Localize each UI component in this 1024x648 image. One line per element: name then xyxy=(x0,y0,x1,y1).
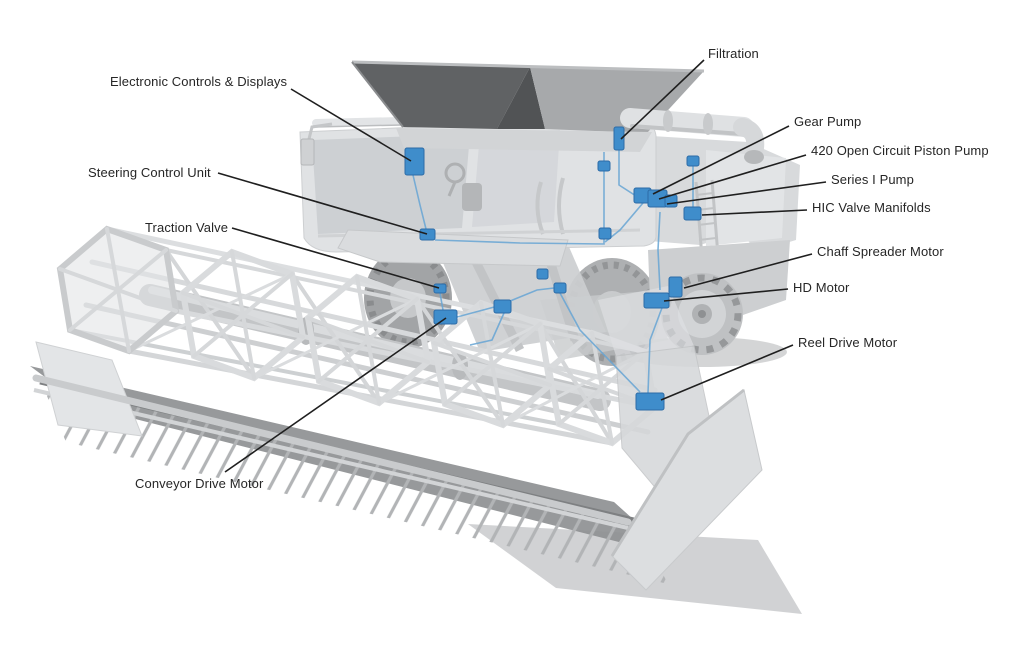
hose-line xyxy=(657,211,661,291)
hose-line xyxy=(456,287,555,318)
callout-filtration: Filtration xyxy=(708,46,759,61)
hose-line xyxy=(559,292,641,393)
component-hic-valve-manifold xyxy=(683,206,702,221)
component-feeder-drive-block xyxy=(493,299,512,314)
leader-line-filtration xyxy=(620,59,705,140)
cab-window xyxy=(312,134,470,234)
callout-chaff-spreader-motor: Chaff Spreader Motor xyxy=(817,244,944,259)
header-reel xyxy=(32,225,659,526)
component-steering-valve xyxy=(419,228,436,241)
component-conveyor-motor xyxy=(433,309,458,325)
leader-line-gear-pump xyxy=(652,125,790,195)
leader-line-electronic-controls-displays xyxy=(290,88,412,162)
leader-line-hic-valve-manifolds xyxy=(701,209,808,216)
hose-line xyxy=(469,312,505,346)
hose-line xyxy=(412,174,427,230)
component-aux-block-1 xyxy=(597,160,611,172)
callout-hic-valve-manifolds: HIC Valve Manifolds xyxy=(812,200,931,215)
leader-line-series-i-pump xyxy=(666,181,827,205)
component-aux-block-2 xyxy=(686,155,700,167)
leader-line-reel-drive-motor xyxy=(660,344,794,401)
hose-line xyxy=(647,296,667,394)
hose-line xyxy=(439,292,444,311)
operator-seat xyxy=(462,183,482,211)
grab-rail xyxy=(557,177,565,235)
leader-lines xyxy=(217,59,827,473)
component-aux-block-5 xyxy=(553,282,567,294)
component-electronic-controls-display xyxy=(404,147,425,176)
front-platform xyxy=(337,229,569,267)
component-chaff-spreader-motor-unit xyxy=(668,276,683,298)
hydraulic-components xyxy=(404,126,702,411)
callout-steering-control-unit: Steering Control Unit xyxy=(88,165,211,180)
callout-reel-drive-motor: Reel Drive Motor xyxy=(798,335,898,350)
hose-line xyxy=(618,150,637,197)
callout-conveyor-drive-motor: Conveyor Drive Motor xyxy=(135,476,264,491)
callout-hd-motor: HD Motor xyxy=(793,280,850,295)
right-crop-divider xyxy=(598,286,763,591)
mirror xyxy=(300,138,315,166)
component-filtration-unit xyxy=(613,126,625,151)
leader-line-traction-valve xyxy=(231,227,440,289)
callout-gear-pump: Gear Pump xyxy=(794,114,862,129)
leader-line-chaff-spreader-motor xyxy=(683,253,813,289)
callout-traction-valve: Traction Valve xyxy=(145,220,229,235)
component-reel-drive-motor-unit xyxy=(635,392,665,411)
mirror-arm xyxy=(307,122,333,140)
component-aux-block-4 xyxy=(536,268,549,280)
leader-line-conveyor-drive-motor xyxy=(224,317,447,473)
grain-tank-hopper xyxy=(351,60,705,152)
leader-line-open-circuit-piston-pump xyxy=(658,154,807,200)
grab-rail xyxy=(535,181,545,235)
cab xyxy=(299,117,657,253)
callout-open-circuit-piston-pump: 420 Open Circuit Piston Pump xyxy=(811,143,989,158)
leader-line-hd-motor xyxy=(663,288,789,302)
component-aux-block-3 xyxy=(598,227,612,240)
callout-electronic-controls-displays: Electronic Controls & Displays xyxy=(110,74,288,89)
hose-line xyxy=(434,152,605,245)
callout-series-i-pump: Series I Pump xyxy=(831,172,914,187)
component-traction-valve-unit xyxy=(433,283,447,294)
leader-line-steering-control-unit xyxy=(217,172,428,235)
unloading-auger xyxy=(620,108,765,164)
